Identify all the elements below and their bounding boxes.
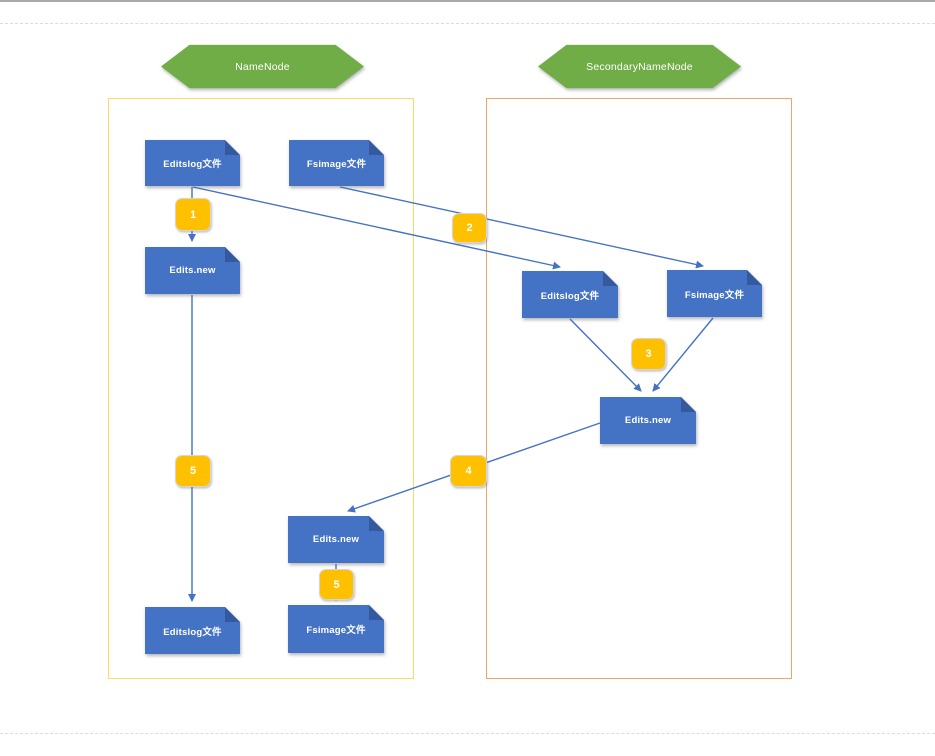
step-badge-4[interactable]: 4 [450,455,487,487]
folded-corner-icon [369,140,384,155]
nn-fsimage-file-bottom[interactable]: Fsimage文件 [288,605,384,653]
node-label: Fsimage文件 [684,289,745,301]
folded-corner-icon [369,605,384,620]
snn-fsimage-file[interactable]: Fsimage文件 [667,270,762,317]
node-label: Edits.new [624,415,672,426]
folded-corner-icon [369,516,384,531]
window-top-edge [0,0,935,2]
step-badge-2[interactable]: 2 [452,213,487,243]
namenode-region[interactable] [108,98,414,679]
step-badge-5-left[interactable]: 5 [175,455,211,487]
step-badge-3[interactable]: 3 [631,338,666,370]
page-boundary-top [0,23,935,24]
nn-edits-new[interactable]: Edits.new [145,247,240,294]
snn-editslog-file[interactable]: Editslog文件 [522,271,618,318]
node-label: Edits.new [312,534,360,545]
hexagon-namenode-label: NameNode [161,44,364,89]
snn-edits-new[interactable]: Edits.new [600,397,696,444]
folded-corner-icon [225,140,240,155]
folded-corner-icon [225,607,240,622]
page-boundary-bottom [0,733,935,734]
node-label: Editslog文件 [163,159,222,170]
step-badge-1[interactable]: 1 [175,198,211,231]
folded-corner-icon [747,270,762,285]
node-label: Fsimage文件 [306,625,366,636]
nn-editslog-file-bottom[interactable]: Editslog文件 [145,607,240,654]
node-label: Editslog文件 [540,290,600,302]
secondarynamenode-region[interactable] [486,98,792,679]
node-label: Editslog文件 [163,626,222,638]
nn-edits-new-bottom[interactable]: Edits.new [288,516,384,563]
folded-corner-icon [681,397,696,412]
folded-corner-icon [225,247,240,262]
node-label: Edits.new [169,265,216,276]
nn-fsimage-file[interactable]: Fsimage文件 [289,140,384,186]
nn-editslog-file[interactable]: Editslog文件 [145,140,240,186]
folded-corner-icon [603,271,618,286]
step-badge-5-middle[interactable]: 5 [319,569,354,600]
hexagon-secondarynamenode[interactable]: SecondaryNameNode [538,44,741,89]
hexagon-namenode[interactable]: NameNode [161,44,364,89]
node-label: Fsimage文件 [306,159,367,170]
hexagon-secondarynamenode-label: SecondaryNameNode [538,44,741,89]
